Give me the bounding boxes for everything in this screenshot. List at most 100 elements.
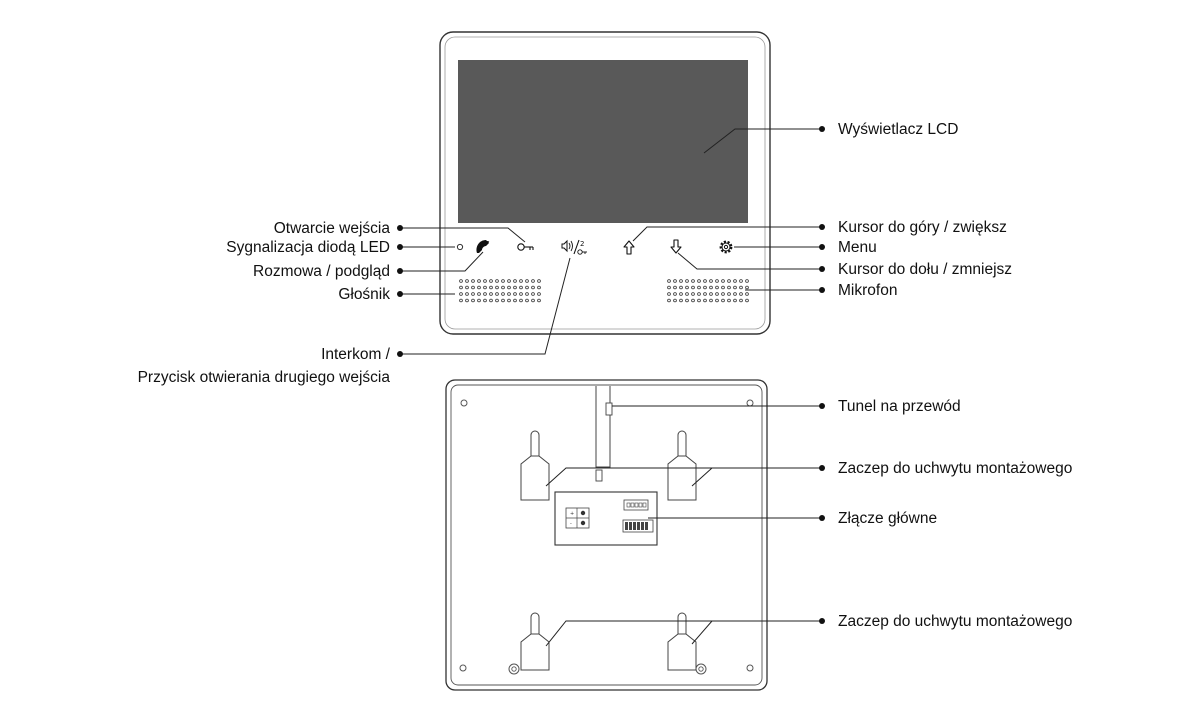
- monitor-front-view: 2: [439, 31, 771, 335]
- handset-icon[interactable]: [476, 240, 490, 253]
- grille-hole: [667, 285, 671, 290]
- grille-hole: [685, 292, 689, 296]
- svg-text:+: +: [570, 511, 574, 517]
- grille-hole: [507, 285, 511, 290]
- grille-hole: [709, 292, 713, 296]
- grille-hole: [691, 298, 695, 303]
- grille-hole: [715, 285, 719, 290]
- grille-hole: [495, 298, 499, 303]
- grille-hole: [465, 279, 469, 283]
- grille-hole: [739, 298, 743, 303]
- key-icon[interactable]: [517, 243, 534, 251]
- label-led: Sygnalizacja diodą LED: [226, 239, 390, 256]
- grille-hole: [667, 298, 671, 303]
- label-main-connector: Złącze główne: [838, 510, 937, 527]
- grille-hole: [727, 279, 731, 283]
- labels: Wyświetlacz LCD Otwarcie wejścia Sygnali…: [138, 121, 1073, 630]
- grille-hole: [721, 285, 725, 290]
- svg-text:2: 2: [580, 240, 584, 248]
- speaker-grille: [459, 279, 541, 303]
- grille-hole: [703, 279, 707, 283]
- grille-hole: [745, 285, 749, 290]
- grille-hole: [727, 292, 731, 296]
- grille-hole: [513, 298, 517, 303]
- grille-hole: [745, 279, 749, 283]
- grille-hole: [679, 298, 683, 303]
- grille-hole: [501, 298, 505, 303]
- grille-hole: [483, 298, 487, 303]
- mounting-hook-upper-right: [667, 430, 697, 501]
- grille-hole: [531, 279, 535, 283]
- grille-hole: [489, 292, 493, 296]
- grille-hole: [537, 279, 541, 283]
- grille-hole: [727, 298, 731, 303]
- grille-hole: [501, 285, 505, 290]
- grille-hole: [691, 285, 695, 290]
- led-indicator: [456, 243, 464, 251]
- grille-hole: [525, 285, 529, 290]
- grille-hole: [721, 298, 725, 303]
- label-cursor-down: Kursor do dołu / zmniejsz: [838, 261, 1012, 278]
- main-connector: + -: [554, 491, 658, 546]
- grille-hole: [537, 285, 541, 290]
- mounting-hook-lower-right: [667, 612, 697, 671]
- arrow-down-icon[interactable]: [670, 239, 682, 254]
- grille-hole: [739, 285, 743, 290]
- grille-hole: [519, 292, 523, 296]
- grille-hole: [519, 279, 523, 283]
- grille-hole: [471, 285, 475, 290]
- grille-hole: [709, 285, 713, 290]
- grille-hole: [679, 292, 683, 296]
- grille-hole: [673, 292, 677, 296]
- grille-hole: [495, 279, 499, 283]
- grille-hole: [667, 279, 671, 283]
- grille-hole: [513, 285, 517, 290]
- grille-hole: [537, 292, 541, 296]
- grille-hole: [459, 292, 463, 296]
- label-cursor-up: Kursor do góry / zwiększ: [838, 219, 1007, 236]
- grille-hole: [477, 292, 481, 296]
- grille-hole: [525, 279, 529, 283]
- monitor-back-view: + -: [445, 379, 768, 691]
- grille-hole: [477, 298, 481, 303]
- grille-hole: [495, 292, 499, 296]
- arrow-up-icon[interactable]: [623, 240, 635, 255]
- label-hook-upper: Zaczep do uchwytu montażowego: [838, 460, 1072, 477]
- speaker-key-icon[interactable]: 2: [561, 239, 587, 255]
- bottom-screw: [695, 663, 707, 675]
- label-microphone: Mikrofon: [838, 282, 897, 299]
- mounting-hook-upper-left: [520, 430, 550, 501]
- grille-hole: [513, 279, 517, 283]
- grille-hole: [679, 279, 683, 283]
- grille-hole: [459, 279, 463, 283]
- grille-hole: [703, 292, 707, 296]
- grille-hole: [531, 285, 535, 290]
- grille-hole: [507, 292, 511, 296]
- grille-hole: [697, 292, 701, 296]
- leader-lines: [397, 126, 825, 647]
- grille-hole: [495, 285, 499, 290]
- cable-tunnel-opening: [605, 402, 613, 416]
- label-lcd: Wyświetlacz LCD: [838, 121, 958, 138]
- gear-icon[interactable]: [719, 240, 733, 254]
- grille-hole: [465, 285, 469, 290]
- monitor-back-housing-inner: [450, 384, 763, 686]
- grille-hole: [489, 285, 493, 290]
- grille-hole: [471, 292, 475, 296]
- grille-hole: [531, 298, 535, 303]
- grille-hole: [727, 285, 731, 290]
- grille-hole: [703, 298, 707, 303]
- grille-hole: [739, 279, 743, 283]
- grille-hole: [685, 298, 689, 303]
- label-cable-tunnel: Tunel na przewód: [838, 398, 961, 415]
- grille-hole: [537, 298, 541, 303]
- mounting-hook-lower-left: [520, 612, 550, 671]
- grille-hole: [679, 285, 683, 290]
- grille-hole: [673, 285, 677, 290]
- grille-hole: [721, 292, 725, 296]
- grille-hole: [733, 285, 737, 290]
- grille-hole: [483, 285, 487, 290]
- grille-hole: [489, 298, 493, 303]
- grille-hole: [459, 298, 463, 303]
